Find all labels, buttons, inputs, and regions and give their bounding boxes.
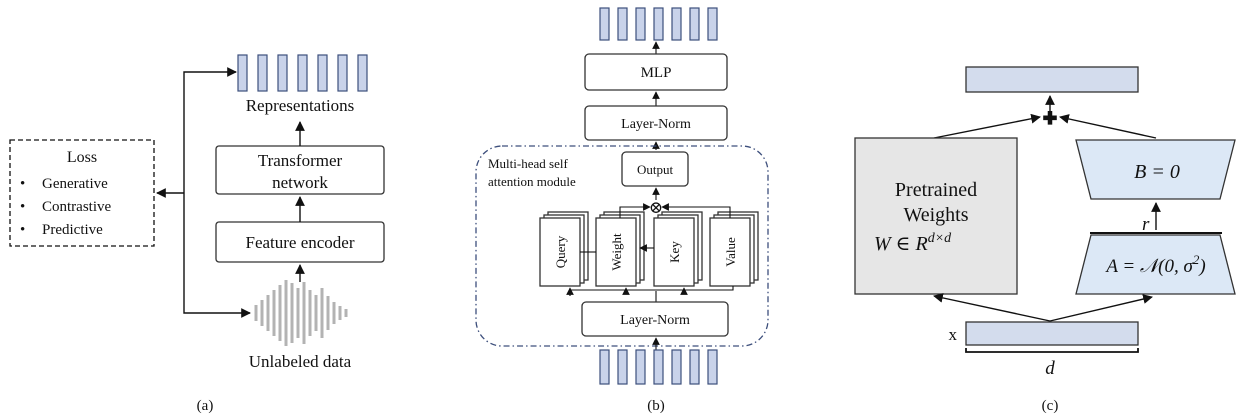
- pretrained-formula: W ∈ Rd×d: [874, 231, 952, 255]
- input-tokens: [599, 349, 718, 385]
- rep-token: [257, 54, 268, 92]
- otimes-symbol: ⊗: [649, 198, 663, 217]
- caption-a: (a): [197, 398, 214, 414]
- feed-bus: [569, 286, 734, 296]
- pretrained-line2: Weights: [903, 204, 968, 226]
- key-stack: Key: [653, 211, 703, 287]
- pretrained-weights-box: [854, 137, 1018, 295]
- weight-label: Weight: [609, 233, 624, 271]
- out-token: [635, 7, 646, 41]
- layer-norm-bottom-box: [581, 301, 729, 337]
- rep-token: [297, 54, 308, 92]
- loss-title: Loss: [67, 149, 97, 166]
- d-bracket: [965, 348, 1139, 353]
- rep-token: [357, 54, 368, 92]
- mlp-label: MLP: [641, 65, 672, 81]
- module-label-line2: attention module: [488, 174, 576, 189]
- a-matrix: [1075, 234, 1236, 295]
- pretrained-line1: Pretrained: [895, 179, 977, 201]
- mlp-box: [584, 53, 728, 91]
- b-label: B = 0: [1134, 161, 1180, 183]
- in-token: [653, 349, 664, 385]
- loss-bullet: •: [20, 176, 25, 192]
- in-token: [617, 349, 628, 385]
- representation-tokens: [237, 54, 368, 92]
- in-token: [689, 349, 700, 385]
- value-stack: Value: [709, 211, 759, 287]
- output-label: Output: [637, 162, 674, 177]
- in-token: [671, 349, 682, 385]
- d-label: d: [1045, 358, 1055, 379]
- x-label: x: [949, 325, 958, 344]
- feature-encoder-label: Feature encoder: [245, 233, 354, 252]
- arrow-b-to-plus: [1059, 114, 1157, 139]
- loss-bullet: •: [20, 199, 25, 215]
- weight-stack: Weight: [595, 211, 645, 287]
- in-token: [707, 349, 718, 385]
- arrow-weight-to-otimes: [619, 203, 651, 218]
- arrow-value-to-otimes: [661, 203, 731, 218]
- out-token: [617, 7, 628, 41]
- arrow-x-to-pretrained: [933, 293, 1051, 322]
- r-label: r: [1142, 214, 1150, 235]
- loss-list: • Generative • Contrastive • Predictive: [20, 176, 111, 238]
- rep-token: [237, 54, 248, 92]
- value-label: Value: [723, 237, 738, 267]
- h-vector: [965, 66, 1139, 93]
- x-vector: [965, 321, 1139, 346]
- layer-norm-bottom-label: Layer-Norm: [620, 313, 690, 328]
- a-label: A = 𝒩(0, σ2): [1104, 252, 1205, 277]
- loss-item-generative: Generative: [42, 176, 108, 192]
- key-label: Key: [667, 241, 682, 263]
- panel-c: h ✚ Pretrained Weights W ∈ Rd×d B = 0 r …: [854, 66, 1236, 414]
- loss-item-predictive: Predictive: [42, 222, 103, 238]
- attention-module-box: [475, 145, 769, 347]
- representations-label: Representations: [246, 96, 355, 115]
- rep-token: [317, 54, 328, 92]
- panel-b: MLP Layer-Norm Multi-head self attention…: [475, 7, 769, 414]
- query-stack: Query: [539, 211, 589, 287]
- transformer-label-line1: Transformer: [258, 151, 343, 170]
- out-token: [689, 7, 700, 41]
- loss-item-contrastive: Contrastive: [42, 199, 111, 215]
- arrow-loss-to-data: [183, 193, 251, 318]
- unlabeled-data-label: Unlabeled data: [249, 352, 352, 371]
- rep-token: [337, 54, 348, 92]
- in-token: [635, 349, 646, 385]
- out-token: [707, 7, 718, 41]
- out-token: [671, 7, 682, 41]
- layer-norm-top-box: [584, 105, 728, 141]
- waveform-icon: [254, 280, 348, 346]
- rep-token: [277, 54, 288, 92]
- caption-b: (b): [647, 398, 665, 414]
- caption-c: (c): [1042, 398, 1059, 414]
- panel-a: Representations Transformer network Feat…: [9, 54, 385, 414]
- b-matrix: [1075, 139, 1236, 200]
- query-label: Query: [553, 235, 568, 268]
- arrow-pretrained-to-plus: [933, 113, 1041, 139]
- module-label-line1: Multi-head self: [488, 156, 568, 171]
- loss-bullet: •: [20, 222, 25, 238]
- arrow-loss-to-representations: [183, 67, 237, 193]
- out-token: [653, 7, 664, 41]
- out-token: [599, 7, 610, 41]
- loss-box: [9, 139, 155, 247]
- plus-icon: ✚: [1043, 109, 1057, 128]
- transformer-label-line2: network: [272, 173, 328, 192]
- layer-norm-top-label: Layer-Norm: [621, 117, 691, 132]
- output-box: [621, 151, 689, 187]
- output-tokens: [599, 7, 718, 41]
- in-token: [599, 349, 610, 385]
- arrow-x-to-a: [1049, 294, 1153, 322]
